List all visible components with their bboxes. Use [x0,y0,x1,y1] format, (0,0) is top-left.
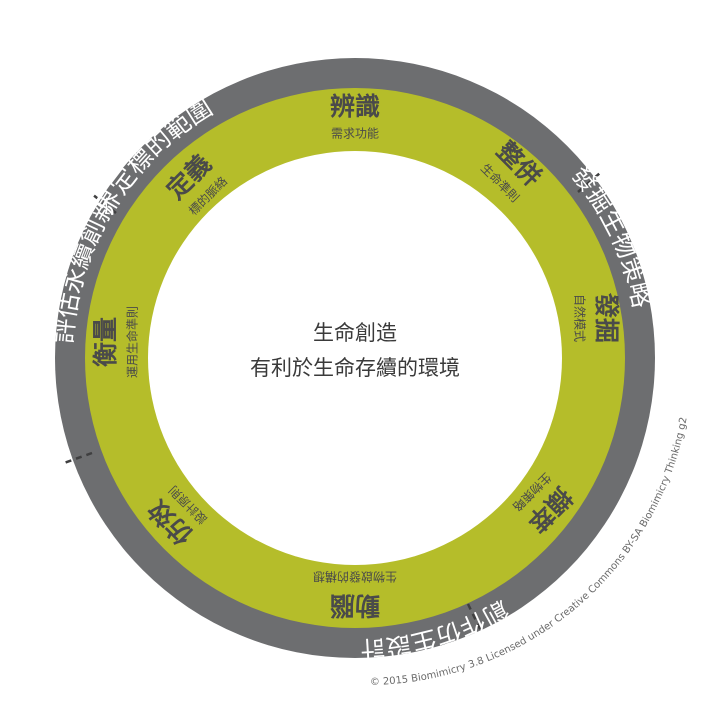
divider-discover-create [466,603,483,632]
center-line-2: 有利於生命存續的環境 [250,356,460,380]
center-line-1: 生命創造 [313,321,397,345]
step-identify: 辨識 需求功能 [330,92,380,141]
divider-create-evaluate [63,451,93,465]
step-title-identify: 辨識 [330,92,380,121]
step-title-measure: 衡量 [91,317,120,367]
step-subtitle-brainstorm: 生物啟發的構想 [313,570,397,585]
step-measure: 衡量 運用生命準則 [91,306,140,378]
divider-evaluate-scoping [91,193,117,214]
step-subtitle-discover: 自然模式 [573,294,588,342]
step-title-brainstorm: 動腦 [330,591,380,620]
step-discover: 發掘 自然模式 [573,292,622,343]
phase-dividers [63,172,601,632]
step-subtitle-identify: 需求功能 [331,127,379,141]
center-circle [148,151,562,565]
divider-scoping-discover [577,172,601,193]
step-title-discover: 發掘 [592,292,621,343]
step-subtitle-measure: 運用生命準則 [125,306,140,378]
step-brainstorm: 動腦 生物啟發的構想 [313,570,397,621]
